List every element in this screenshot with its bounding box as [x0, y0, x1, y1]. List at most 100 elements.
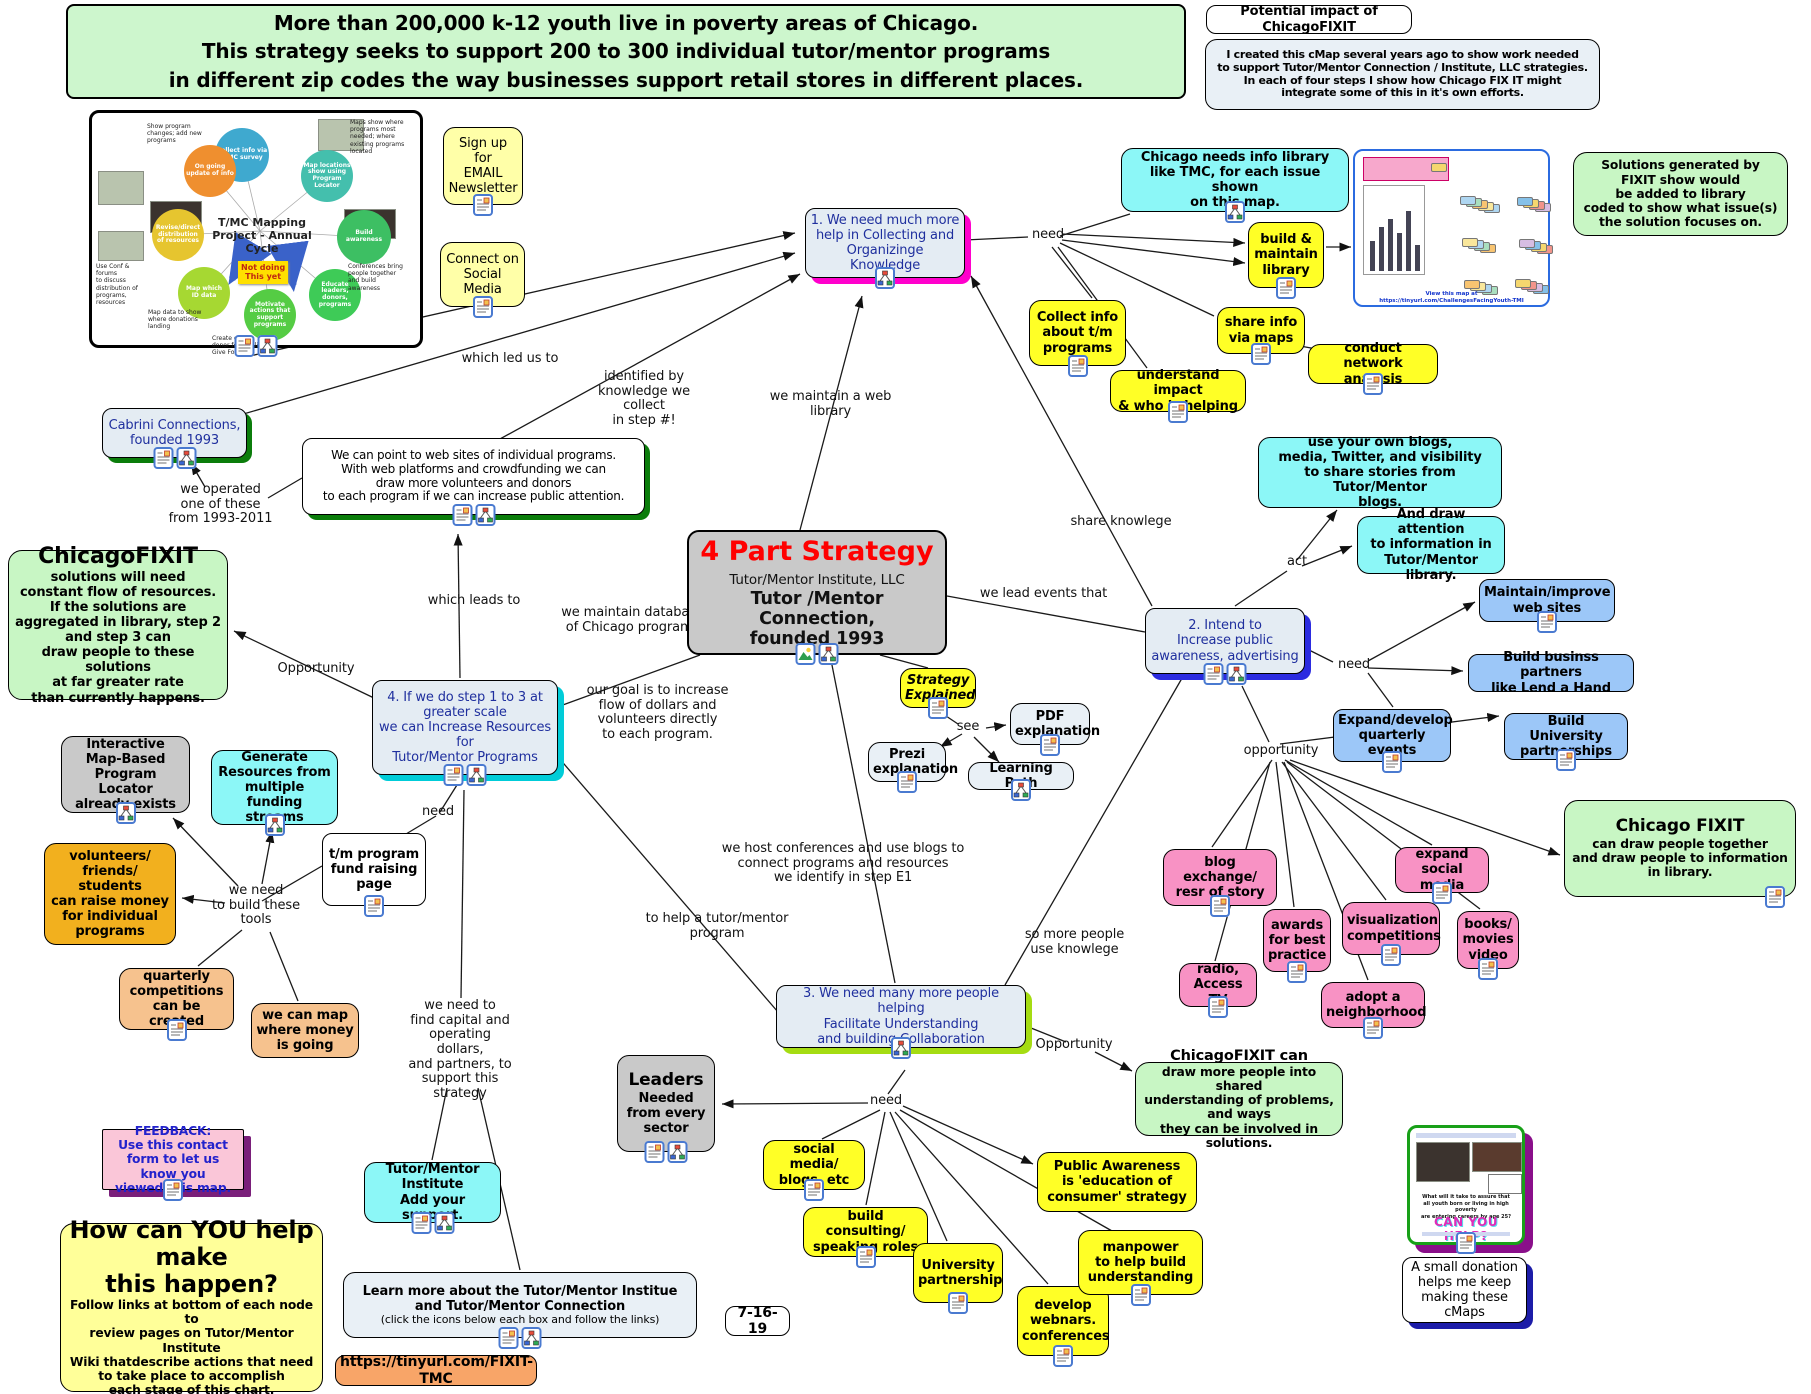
link-label-our-goal: our goal is to increase flow of dollars …	[586, 683, 729, 743]
resource-link-icon[interactable]	[1363, 1017, 1383, 1039]
connector-line	[902, 1105, 1034, 1165]
cmap-link-icon[interactable]	[176, 447, 196, 469]
share-info-via-maps-text: share info via maps	[1224, 315, 1298, 346]
cmap-link-icon[interactable]	[475, 504, 495, 526]
cmap-link-icon[interactable]	[875, 267, 895, 289]
resource-link-icon[interactable]	[1210, 895, 1230, 917]
resource-link-icon[interactable]	[498, 1327, 519, 1349]
resource-link-icon[interactable]	[364, 895, 384, 917]
minimap-bar	[1388, 219, 1393, 271]
awards-best-practice: awards for best practice	[1263, 909, 1331, 983]
resource-link-icon[interactable]	[948, 1292, 968, 1314]
resource-link-icon[interactable]	[1381, 944, 1401, 966]
link-label-opportunity-3: Opportunity	[1035, 1037, 1113, 1052]
cmap-link-icon[interactable]	[1226, 663, 1247, 685]
connector-line	[261, 865, 323, 902]
resource-link-icon[interactable]	[473, 194, 493, 216]
resource-link-icon[interactable]	[1276, 277, 1296, 299]
connector-line	[479, 273, 801, 451]
interactive-program-locator: Interactive Map-Based Program Locator al…	[61, 736, 190, 824]
cycle-annotation: Conferences bring people together and bu…	[348, 263, 403, 292]
connector-line	[1367, 601, 1476, 662]
resource-link-icon[interactable]	[1556, 749, 1576, 771]
cycle-annotation: Use Conf & forums to discuss distributio…	[96, 263, 138, 306]
cmap-link-icon[interactable]	[667, 1141, 688, 1163]
resource-link-icon[interactable]	[472, 296, 493, 318]
connector-line	[239, 251, 796, 416]
resource-link-icon[interactable]	[1053, 1345, 1073, 1367]
cmap-link-icon[interactable]	[1011, 779, 1031, 801]
cmap-link-icon[interactable]	[521, 1327, 542, 1349]
blog-exchange: blog exchange/ resr of story	[1163, 849, 1277, 917]
link-label-need-1: need	[1031, 227, 1065, 242]
pdf-explanation: PDF explanation	[1010, 703, 1100, 756]
tm-institute-support: Tutor/Mentor Institute Add your support.	[364, 1162, 501, 1234]
chicago-fixit-draw-people-text: can draw people together and draw people…	[1572, 836, 1788, 880]
resource-link-icon[interactable]	[1251, 343, 1271, 365]
link-label-which-leads-to: which leads to	[427, 593, 521, 608]
cmap-link-icon[interactable]	[257, 335, 278, 357]
expand-social-media-links	[1432, 882, 1452, 904]
resource-link-icon[interactable]	[1478, 958, 1498, 980]
node-1-collecting-knowledge-links	[875, 267, 895, 289]
resource-link-icon[interactable]	[1168, 401, 1188, 423]
map-thumbnail	[318, 119, 364, 151]
resource-link-icon[interactable]	[1363, 373, 1383, 395]
resource-link-icon[interactable]	[897, 771, 917, 793]
connector-line	[1289, 759, 1561, 856]
connector-line	[829, 654, 896, 984]
cabrini-connections-links	[153, 447, 196, 469]
challenges-map-link[interactable]: View this map at https://tinyurl.com/Cha…	[1379, 291, 1524, 304]
resource-link-icon[interactable]	[153, 447, 173, 469]
resource-link-icon[interactable]	[1287, 961, 1307, 983]
resource-link-icon[interactable]	[1765, 886, 1785, 908]
resource-link-icon[interactable]	[1208, 996, 1228, 1018]
resource-link-icon[interactable]	[166, 1019, 187, 1041]
connector-line	[1296, 509, 1338, 561]
resource-link-icon[interactable]	[443, 764, 464, 786]
fixit-tmc-url[interactable]: https://tinyurl.com/FIXIT-TMC	[335, 1354, 537, 1387]
cmap-link-icon[interactable]	[891, 1037, 911, 1059]
generate-resources: Generate Resources from multiple funding…	[211, 750, 338, 836]
resource-link-icon[interactable]	[855, 1246, 876, 1268]
connector-line	[970, 275, 1153, 607]
resource-link-icon[interactable]	[1382, 751, 1402, 773]
build-consulting-text: build consulting/ speaking roles	[812, 1209, 919, 1255]
cmap-link-icon[interactable]	[264, 814, 285, 836]
quarterly-competitions: quarterly competitions can be created	[119, 968, 234, 1041]
resource-link-icon[interactable]	[644, 1141, 665, 1163]
connector-line	[1061, 233, 1246, 247]
resource-link-icon[interactable]	[1203, 663, 1224, 685]
learn-more-box-text: Learn more about the Tutor/Mentor Instit…	[362, 1283, 678, 1314]
cycle-annotation: Maps show where programs most needed; wh…	[350, 119, 405, 155]
cmap-link-icon[interactable]	[434, 1212, 454, 1234]
expand-develop-events-links	[1382, 751, 1402, 773]
resource-link-icon[interactable]	[928, 697, 948, 719]
resource-link-icon[interactable]	[452, 504, 472, 526]
university-partnership-text: University partnership	[918, 1257, 1003, 1288]
resource-link-icon[interactable]	[234, 335, 255, 357]
resource-link-icon[interactable]	[1537, 611, 1557, 633]
resource-link-icon[interactable]	[1040, 734, 1060, 756]
how-can-you-help-text: How can YOU help make this happen?	[69, 1216, 314, 1299]
cmap-link-icon[interactable]	[466, 764, 487, 786]
cmap-link-icon[interactable]	[1225, 201, 1245, 223]
resource-link-icon[interactable]	[411, 1212, 431, 1234]
image-link-icon[interactable]	[795, 643, 816, 665]
pdf-explanation-text: PDF explanation	[1015, 708, 1100, 739]
resource-link-icon[interactable]	[1456, 1232, 1476, 1254]
minimap-node	[1517, 197, 1533, 206]
minimap-node	[1460, 196, 1476, 205]
interactive-program-locator-text: Interactive Map-Based Program Locator al…	[75, 736, 176, 813]
small-donation-box: A small donation helps me keep making th…	[1402, 1257, 1527, 1323]
resource-link-icon[interactable]	[1130, 1284, 1151, 1306]
cmap-link-icon[interactable]	[818, 643, 839, 665]
resource-link-icon[interactable]	[1067, 355, 1088, 377]
maintain-improve-websites-text: Maintain/improve web sites	[1484, 585, 1611, 616]
minimap-bar	[1397, 233, 1402, 271]
resource-link-icon[interactable]	[163, 1179, 183, 1201]
resource-link-icon[interactable]	[804, 1179, 824, 1201]
cmap-link-icon[interactable]	[115, 802, 136, 824]
resource-link-icon[interactable]	[1432, 882, 1452, 904]
visualization-competitions: visualization competitions	[1342, 902, 1441, 966]
